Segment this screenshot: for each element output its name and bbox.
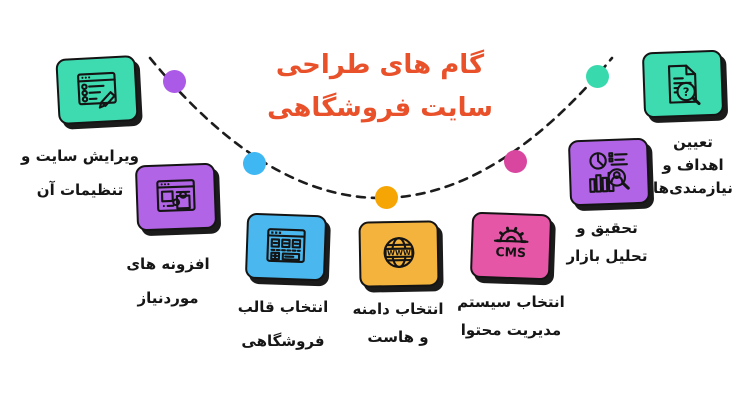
timeline-dot-purple xyxy=(163,70,186,93)
browser-puzzle-icon xyxy=(156,179,196,213)
label-line: انتخاب دامنه xyxy=(352,300,444,318)
label-line: تحلیل بازار xyxy=(566,247,648,265)
label-line: موردنیاز xyxy=(137,289,199,307)
step-label-define-goals: تعیین اهداف و نیازمندی‌ها xyxy=(638,131,748,200)
label-line: مدیریت محتوا xyxy=(460,321,562,339)
question-mark-glyph: ? xyxy=(683,85,690,99)
timeline-dot-pink xyxy=(504,150,527,173)
analytics-magnifier-icon xyxy=(589,152,630,193)
step-card-define-goals: ? xyxy=(641,49,725,119)
page-title-line2: سایت فروشگاهی xyxy=(267,93,493,123)
storefront-template-icon xyxy=(266,228,306,263)
step-card-market-research xyxy=(567,137,651,207)
label-line: فروشگاهی xyxy=(241,332,325,350)
step-label-domain-host: انتخاب دامنه و هاست xyxy=(333,295,463,351)
step-label-edit-site: ویرایش سایت و تنظیمات آن xyxy=(15,139,145,207)
step-card-edit-site xyxy=(55,54,139,126)
cms-text: CMS xyxy=(495,244,526,260)
globe-www-icon: WWW xyxy=(383,237,415,268)
timeline-dot-blue xyxy=(243,152,266,175)
label-line: تحقیق و xyxy=(576,219,638,237)
www-text: WWW xyxy=(387,248,411,257)
label-line: و هاست xyxy=(367,328,429,346)
timeline-dot-yellow xyxy=(375,186,398,209)
label-line: ویرایش سایت و xyxy=(21,147,139,165)
timeline-dot-teal xyxy=(586,65,609,88)
label-line: تعیین xyxy=(673,133,713,151)
step-label-plugins: افزونه های موردنیاز xyxy=(103,247,233,315)
label-line: اهداف و xyxy=(662,156,724,174)
cms-gear-icon: CMS xyxy=(493,226,529,260)
step-label-market-research: تحقیق و تحلیل بازار xyxy=(542,214,672,270)
checklist-pencil-icon xyxy=(77,71,117,109)
step-label-choose-cms: انتخاب سیستم مدیریت محتوا xyxy=(446,288,576,344)
label-line: تنظیمات آن xyxy=(36,181,124,199)
page-title: گام های طراحی سایت فروشگاهی xyxy=(255,44,505,130)
label-line: نیازمندی‌ها xyxy=(653,179,733,197)
step-label-shop-template: انتخاب قالب فروشگاهی xyxy=(218,290,348,358)
step-card-plugins xyxy=(134,162,218,232)
label-line: انتخاب سیستم xyxy=(457,293,565,311)
step-card-choose-cms: CMS xyxy=(469,211,553,281)
label-line: افزونه های xyxy=(126,255,210,273)
label-line: انتخاب قالب xyxy=(237,298,329,316)
document-search-icon: ? xyxy=(667,64,701,106)
step-card-shop-template xyxy=(244,212,328,282)
page-title-line1: گام های طراحی xyxy=(275,50,485,80)
step-card-domain-host: WWW xyxy=(358,220,440,288)
